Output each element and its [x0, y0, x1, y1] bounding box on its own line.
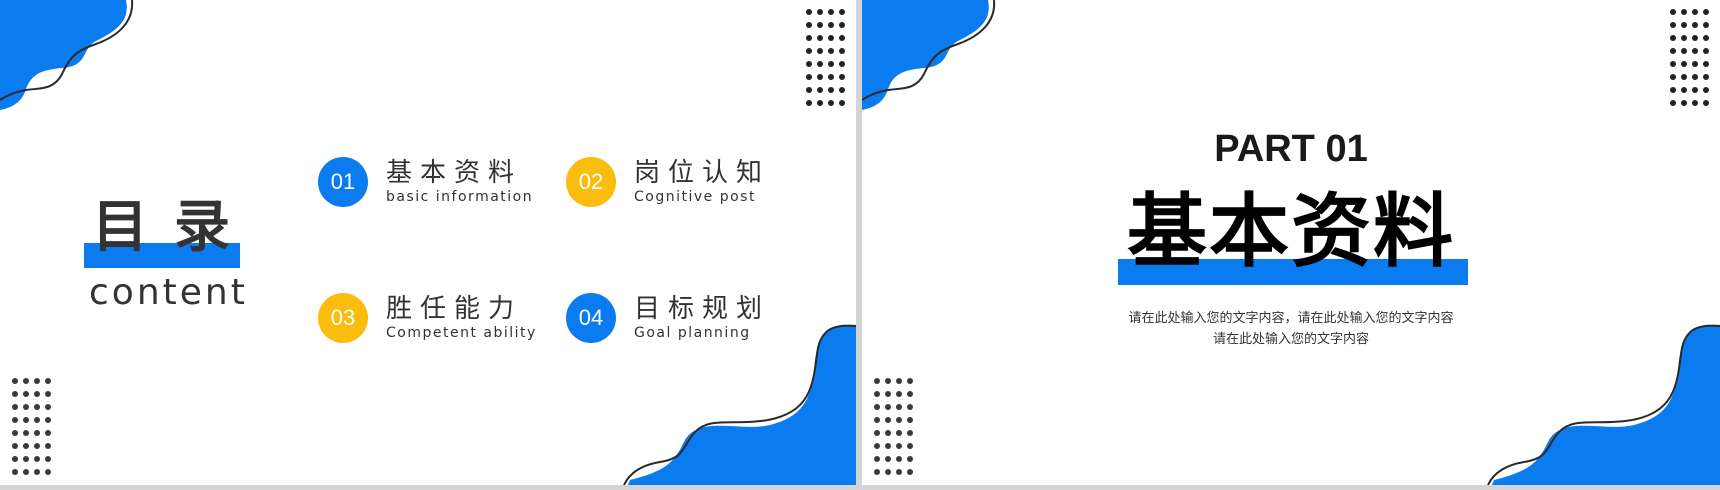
title-underline-bar [84, 243, 240, 268]
blue-wave-top-left-icon [862, 0, 996, 110]
section-title: 基本资料 [1127, 185, 1455, 278]
toc-item-03[interactable]: 03 胜任能力 Competent ability [318, 293, 537, 343]
toc-subtitle: content [89, 272, 248, 313]
toc-item-02[interactable]: 02 岗位认知 Cognitive post [566, 157, 770, 207]
dot-grid-top-right [1670, 9, 1709, 106]
slide-section-part-01[interactable]: PART 01 基本资料 请在此处输入您的文字内容，请在此处输入您的文字内容 请… [862, 0, 1720, 485]
blue-wave-bottom-right-icon [623, 324, 856, 485]
slide-table-of-contents[interactable]: 目录 content 01 基本资料 basic information 02 … [0, 0, 856, 485]
part-label: PART 01 [1214, 128, 1368, 170]
description-line-2: 请在此处输入您的文字内容 [1212, 332, 1369, 347]
dot-grid-top-right [806, 9, 845, 106]
item-title-en: Cognitive post [634, 189, 756, 206]
toc-item-04[interactable]: 04 目标规划 Goal planning [566, 293, 770, 343]
section-description: 请在此处输入您的文字内容，请在此处输入您的文字内容 请在此处输入您的文字内容 [862, 308, 1720, 350]
item-title-cn: 基本资料 [386, 157, 523, 188]
item-title-en: Competent ability [386, 325, 537, 342]
item-title-cn: 目标规划 [634, 293, 771, 324]
item-title-en: basic information [386, 189, 534, 206]
item-title-cn: 岗位认知 [634, 157, 771, 188]
section-title-underline-bar [1118, 259, 1468, 285]
toc-title: 目录 [92, 195, 256, 260]
toc-item-01[interactable]: 01 基本资料 basic information [318, 157, 533, 207]
item-title-en: Goal planning [634, 325, 751, 342]
dot-grid-bottom-left [12, 378, 51, 475]
blue-wave-top-left-icon [0, 0, 134, 110]
number-badge: 03 [318, 293, 368, 343]
number-badge: 02 [566, 157, 616, 207]
number-badge: 04 [566, 293, 616, 343]
number-badge: 01 [318, 157, 368, 207]
item-title-cn: 胜任能力 [386, 293, 523, 324]
description-line-1: 请在此处输入您的文字内容，请在此处输入您的文字内容 [1128, 311, 1454, 326]
dot-grid-bottom-left [874, 378, 913, 475]
blue-wave-bottom-right-icon [1487, 324, 1720, 485]
